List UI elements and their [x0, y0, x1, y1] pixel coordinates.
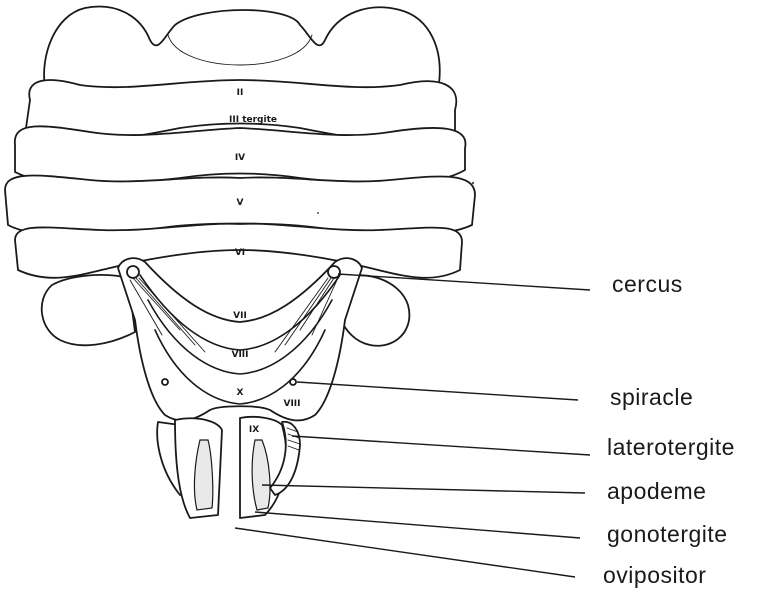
- label-spiracle: spiracle: [610, 384, 693, 410]
- leader-laterotergite: [292, 436, 590, 455]
- label-ovipositor: ovipositor: [603, 562, 706, 588]
- label-cercus: cercus: [612, 271, 683, 297]
- label-iv: IV: [235, 153, 245, 163]
- label-laterotergite: laterotergite: [607, 434, 735, 460]
- label-viii-side: VIII: [283, 399, 300, 409]
- left-spiracle: [162, 379, 168, 385]
- left-apodeme: [194, 440, 212, 510]
- label-viii-center: VIII: [231, 350, 248, 360]
- left-lateral-lobe: [42, 275, 135, 345]
- leader-apodeme: [262, 485, 585, 493]
- label-v: V: [237, 198, 244, 208]
- label-vi: VI: [235, 248, 245, 258]
- label-apodeme: apodeme: [607, 478, 706, 504]
- label-gonotergite: gonotergite: [607, 521, 728, 547]
- label-ix: IX: [249, 425, 259, 435]
- label-x: X: [237, 388, 244, 398]
- label-ii: II: [237, 88, 244, 98]
- leader-gonotergite: [255, 512, 580, 538]
- label-vii: VII: [233, 311, 247, 321]
- right-spiracle: [290, 379, 296, 385]
- label-iii: III tergite: [229, 115, 277, 125]
- leader-ovipositor: [235, 528, 575, 577]
- leader-spiracle: [297, 382, 578, 400]
